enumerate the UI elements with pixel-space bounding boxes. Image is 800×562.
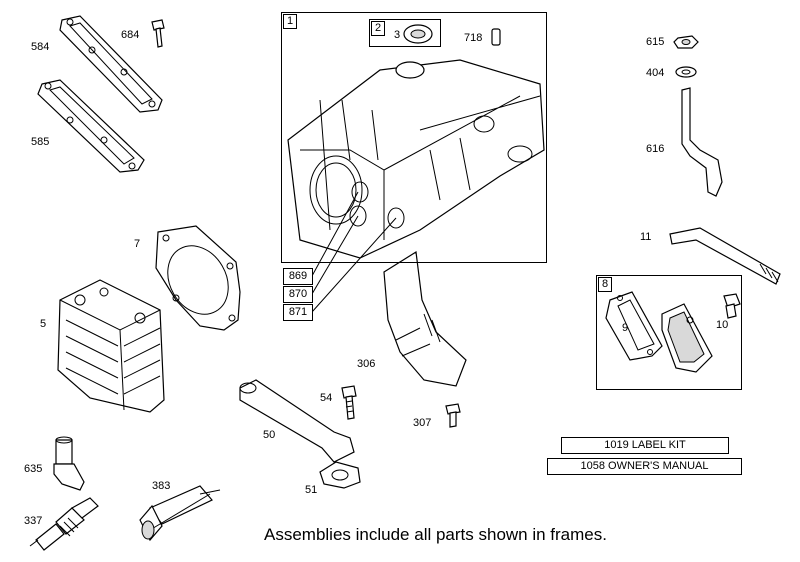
- label-585[interactable]: 585: [31, 136, 50, 148]
- label-584[interactable]: 584: [31, 41, 50, 53]
- label-7[interactable]: 7: [134, 238, 141, 250]
- label-54[interactable]: 54: [320, 392, 333, 404]
- shield-306-drawing: [384, 252, 466, 386]
- frame-1-number: 1: [283, 14, 298, 29]
- bolt-684-drawing: [152, 20, 164, 47]
- rod-616-drawing: [682, 88, 722, 196]
- cylinder-block-drawing: [288, 60, 544, 258]
- cylinder-head-5-drawing: [58, 280, 164, 412]
- label-307[interactable]: 307: [413, 417, 432, 429]
- label-50[interactable]: 50: [263, 429, 276, 441]
- frame-2-number: 2: [371, 21, 386, 36]
- gasket-584-drawing: [60, 16, 162, 112]
- label-635[interactable]: 635: [24, 463, 43, 475]
- frame-2: [369, 19, 441, 47]
- label-kit-box[interactable]: 1019 LABEL KIT: [561, 437, 729, 454]
- spark-plug-337-drawing: [30, 498, 98, 550]
- label-616[interactable]: 616: [646, 143, 665, 155]
- label-51[interactable]: 51: [305, 484, 318, 496]
- screw-307-drawing: [446, 404, 460, 427]
- label-337[interactable]: 337: [24, 515, 43, 527]
- fitting-10-drawing: [724, 294, 740, 318]
- tube-11-drawing: [670, 228, 780, 284]
- dipstick-tube-50-drawing: [240, 380, 354, 462]
- label-718[interactable]: 718: [464, 32, 483, 44]
- breather-9-drawing: [606, 292, 712, 372]
- label-404[interactable]: 404: [646, 67, 665, 79]
- label-10[interactable]: 10: [716, 319, 729, 331]
- callout-869[interactable]: 869: [283, 268, 313, 285]
- label-615[interactable]: 615: [646, 36, 665, 48]
- frame-8: [596, 275, 742, 390]
- label-383[interactable]: 383: [152, 480, 171, 492]
- nut-615-drawing: [674, 36, 698, 48]
- label-5[interactable]: 5: [40, 318, 47, 330]
- assemblies-note: Assemblies include all parts shown in fr…: [264, 525, 607, 544]
- gasket-51-drawing: [320, 462, 360, 488]
- callout-870[interactable]: 870: [283, 286, 313, 303]
- bolt-54-drawing: [342, 386, 356, 419]
- label-306[interactable]: 306: [357, 358, 376, 370]
- oil-seal-3-drawing: [404, 25, 432, 43]
- label-684[interactable]: 684: [121, 29, 140, 41]
- label-3[interactable]: 3: [394, 29, 401, 41]
- label-11[interactable]: 11: [640, 231, 652, 243]
- callout-871[interactable]: 871: [283, 304, 313, 321]
- wrench-383-drawing: [140, 486, 220, 540]
- owners-manual-box[interactable]: 1058 OWNER'S MANUAL: [547, 458, 742, 475]
- pin-718-drawing: [492, 29, 500, 45]
- label-9[interactable]: 9: [622, 322, 629, 334]
- frame-1: [281, 12, 547, 263]
- washer-404-drawing: [676, 67, 696, 77]
- head-gasket-7-drawing: [156, 226, 240, 330]
- fitting-635-drawing: [54, 437, 84, 490]
- frame-8-number: 8: [598, 277, 613, 292]
- gasket-585-drawing: [38, 80, 144, 172]
